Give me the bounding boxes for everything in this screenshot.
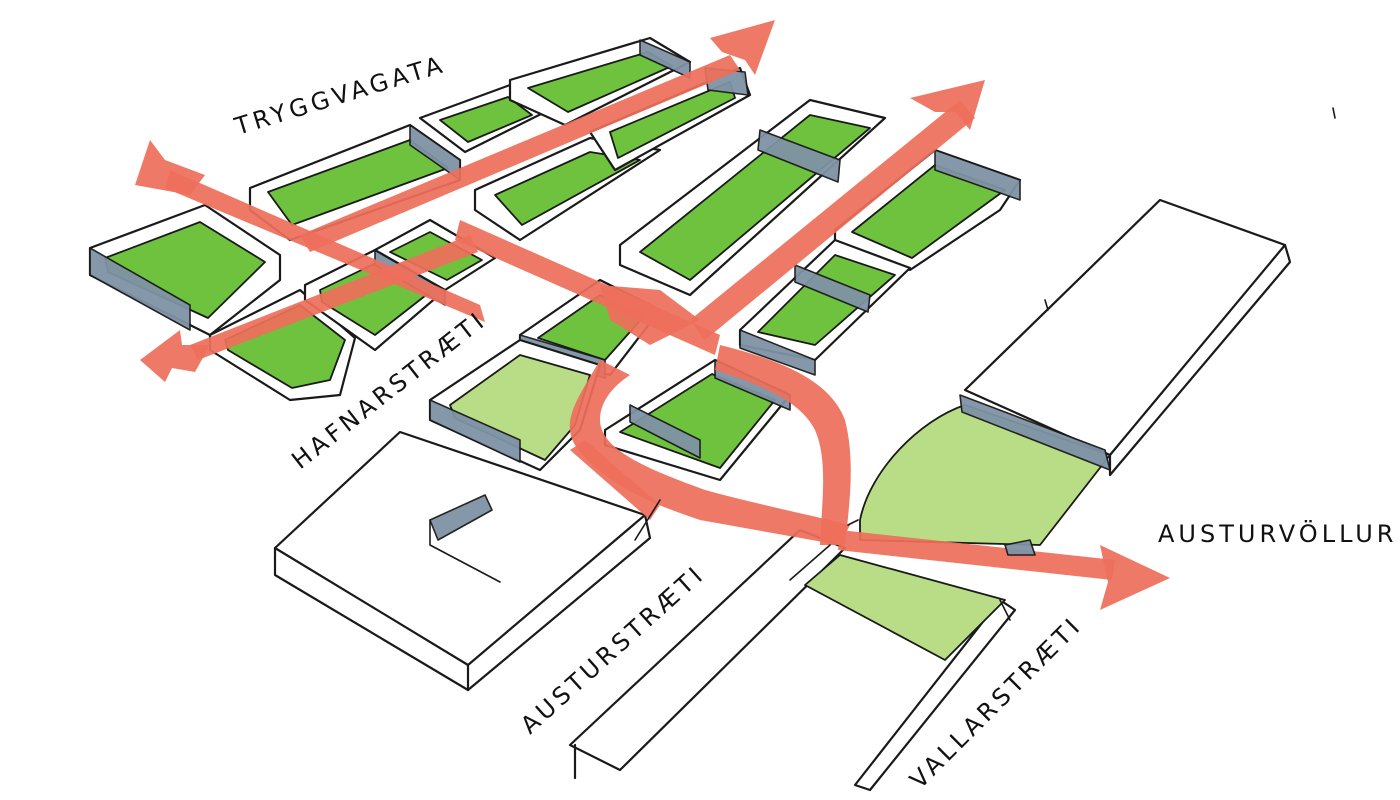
- block-south-east: [853, 598, 1017, 792]
- route-east: [838, 530, 1115, 580]
- arrow-up-right-icon: [910, 80, 985, 130]
- austurvollur-square: [804, 394, 1111, 661]
- courtyard-blocks: [88, 36, 1022, 482]
- arrow-right-icon: [1100, 545, 1170, 610]
- arrow-left-icon: [135, 140, 205, 195]
- arrow-left-icon: [140, 330, 210, 382]
- pedestrian-routes: [135, 20, 1170, 610]
- route-northeast-1: [165, 170, 485, 322]
- arrow-up-right-icon: [710, 20, 775, 75]
- route-northeast-2: [690, 100, 975, 340]
- label-tryggvagata: TRYGGVAGATA: [231, 50, 449, 141]
- sketch-linework: [634, 107, 1336, 621]
- label-austurvollur: AUSTURVÖLLUR: [1158, 519, 1397, 548]
